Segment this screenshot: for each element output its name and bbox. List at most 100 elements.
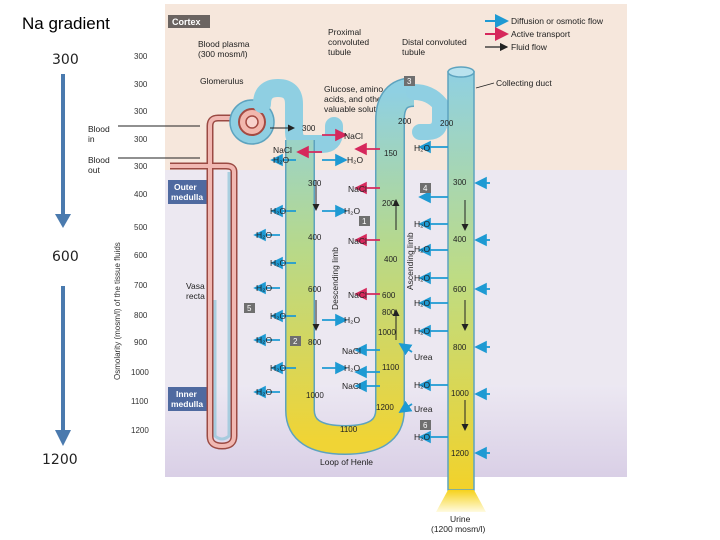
blood-out-label-1: Blood	[88, 155, 110, 165]
ascending-limb-label: Ascending limb	[405, 232, 415, 290]
proximal-label-2: convoluted	[328, 37, 369, 47]
na-gradient-arrow	[55, 74, 71, 446]
step-badge-4: 4	[423, 184, 428, 193]
tissue-300-d: 300	[134, 135, 148, 144]
tissue-1200: 1200	[131, 426, 149, 435]
tissue-300-b: 300	[134, 80, 148, 89]
legend-active: Active transport	[511, 29, 571, 39]
val-cd-200: 200	[440, 119, 454, 128]
chem-h2o-7: H₂O	[256, 283, 272, 293]
page-title: Na gradient	[22, 14, 110, 33]
val-desc-600: 600	[308, 285, 322, 294]
tissue-300-c: 300	[134, 107, 148, 116]
distal-label-2: tubule	[402, 47, 425, 57]
val-asc-1000: 1000	[378, 328, 396, 337]
collecting-duct	[447, 71, 475, 491]
chem-h2o-12: H₂O	[344, 363, 360, 373]
val-cd-400: 400	[453, 235, 467, 244]
chem-nacl-3: NaCl	[348, 184, 367, 194]
vasa-recta-label-1: Vasa	[186, 281, 205, 291]
chem-nacl-5: NaCl	[348, 290, 367, 300]
urine-flow	[436, 490, 486, 512]
val-cd-1000: 1000	[451, 389, 469, 398]
chem-h2o-11: H₂O	[270, 363, 286, 373]
water-diffusion-arrows	[253, 140, 490, 460]
val-bottom-1100: 1100	[340, 425, 358, 434]
distal-tubule	[406, 84, 448, 140]
proximal-tubule	[253, 78, 343, 153]
blood-in-label-1: Blood	[88, 124, 110, 134]
step-badge-2: 2	[293, 337, 298, 346]
arrow-head-lower	[55, 430, 71, 446]
fluid-flow-arrows	[270, 124, 469, 431]
glucose-label-3: valuable solutes	[324, 104, 385, 114]
val-desc-800: 800	[308, 338, 322, 347]
val-asc-200: 200	[382, 199, 396, 208]
blood-plasma-label-1: Blood plasma	[198, 39, 250, 49]
descending-limb-label: Descending limb	[330, 247, 340, 310]
chem-h2o-16: H₂O	[414, 244, 430, 254]
val-asc-1200: 1200	[376, 403, 394, 412]
legend: Diffusion or osmotic flow Active transpo…	[485, 14, 604, 52]
val-cd-600: 600	[453, 285, 467, 294]
chem-nacl-2: NaCl	[344, 131, 363, 141]
tissue-300-e: 300	[134, 162, 148, 171]
vasa-recta-label-2: recta	[186, 291, 205, 301]
tissue-700: 700	[134, 281, 148, 290]
loop-of-henle-label: Loop of Henle	[320, 457, 373, 467]
tissue-500: 500	[134, 223, 148, 232]
chem-nacl-7: NaCl	[342, 381, 361, 391]
chem-nacl-6: NaCl	[342, 346, 361, 356]
val-desc-top: 300	[308, 179, 322, 188]
val-cd-300: 300	[453, 178, 467, 187]
vasa-recta	[170, 114, 245, 450]
chem-urea-2: Urea	[414, 404, 433, 414]
legend-fluid: Fluid flow	[511, 42, 548, 52]
step-badge-5: 5	[247, 304, 252, 313]
step-badge-1: 1	[362, 217, 367, 226]
chem-urea-1: Urea	[414, 352, 433, 362]
nacl-diffusion-arrows	[354, 343, 380, 393]
chem-h2o-19: H₂O	[414, 326, 430, 336]
legend-diffusion: Diffusion or osmotic flow	[511, 16, 604, 26]
tissue-1100: 1100	[131, 397, 149, 406]
arrow-head-upper	[55, 214, 71, 228]
glomerulus-label: Glomerulus	[200, 76, 243, 86]
blood-plasma-label-2: (300 mosm/l)	[198, 49, 248, 59]
tissue-scale: 300 300 300 300 300 400 500 600 700 800 …	[131, 52, 149, 435]
tissue-900: 900	[134, 338, 148, 347]
chemical-labels: NaCl H₂O NaCl H₂O NaCl H₂O H₂O H₂O NaCl …	[256, 131, 433, 442]
glucose-label-2: acids, and other	[324, 94, 385, 104]
blood-in-label-2: in	[88, 134, 95, 144]
chem-h2o-10: H₂O	[256, 335, 272, 345]
val-asc-1100: 1100	[382, 363, 400, 372]
val-asc-600: 600	[382, 291, 396, 300]
tissue-800: 800	[134, 311, 148, 320]
chem-h2o-21: H₂O	[414, 432, 430, 442]
step-badge-6: 6	[423, 421, 428, 430]
outer-medulla-label-1: Outer	[174, 182, 197, 192]
nacl-transport-arrows	[296, 128, 380, 301]
urine-label-2: (1200 mosm/l)	[431, 524, 485, 534]
tissue-300-a: 300	[134, 52, 148, 61]
step-badges: 1 2 3 4 5 6	[244, 76, 431, 430]
chem-h2o-14: H₂O	[414, 143, 430, 153]
chem-h2o-17: H₂O	[414, 273, 430, 283]
gradient-label-600: 600	[52, 249, 79, 265]
glucose-label-1: Glucose, amino	[324, 84, 383, 94]
val-prox: 300	[302, 124, 316, 133]
chem-h2o-2: H₂O	[347, 155, 363, 165]
chem-h2o-15: H₂O	[414, 219, 430, 229]
val-dist-200: 200	[398, 117, 412, 126]
chem-h2o-8: H₂O	[270, 311, 286, 321]
proximal-label-3: tubule	[328, 47, 351, 57]
chem-h2o-5: H₂O	[256, 230, 272, 240]
chem-h2o-18: H₂O	[414, 298, 430, 308]
val-distal-150: 150	[384, 149, 398, 158]
distal-label-1: Distal convoluted	[402, 37, 467, 47]
cortex-label: Cortex	[172, 17, 201, 27]
chem-nacl-1: NaCl	[273, 145, 292, 155]
val-desc-400: 400	[308, 233, 322, 242]
tubule-values: 300 300 400 600 800 1000 1100 1200 1100 …	[302, 117, 469, 458]
tissue-1000: 1000	[131, 368, 149, 377]
